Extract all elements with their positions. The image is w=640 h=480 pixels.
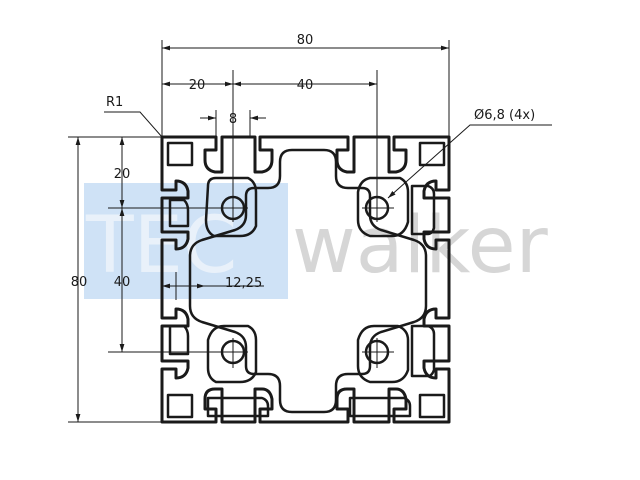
slot-bottom-right — [348, 396, 412, 418]
label-hole-spacing-y: 40 — [114, 275, 131, 290]
label-slot-depth: 12,25 — [225, 276, 262, 291]
corner-pocket-tl — [166, 141, 194, 167]
dimension-labels: 80 20 40 8 R1 Ø6,8 (4x) 80 20 40 12,25 — [71, 33, 535, 291]
boss-tr — [356, 176, 410, 238]
boss-br — [356, 324, 410, 384]
dimension-lines — [68, 40, 552, 423]
aluminium-profile — [160, 135, 451, 424]
leader-hole-diameter — [387, 124, 552, 199]
center-lines — [108, 70, 394, 368]
slot-right-upper — [410, 184, 436, 236]
slot-left-lower — [168, 324, 190, 356]
slot-right-lower — [410, 324, 436, 378]
label-corner-radius: R1 — [106, 95, 123, 110]
corner-pocket-tr — [418, 141, 446, 167]
boss-bl — [206, 324, 258, 384]
watermark-suffix: walker — [292, 201, 549, 291]
profile-outer-contour — [160, 135, 451, 424]
slot-bottom-left — [206, 396, 270, 418]
label-hole-spacing-x: 40 — [297, 78, 314, 93]
central-cavity — [188, 148, 428, 414]
label-left-offset: 20 — [189, 78, 206, 93]
label-slot-width: 8 — [229, 112, 237, 127]
watermark: TEC walker — [84, 183, 549, 299]
label-overall-width: 80 — [297, 33, 314, 48]
leader-radius — [104, 111, 163, 138]
label-top-offset: 20 — [114, 167, 131, 182]
label-overall-height: 80 — [71, 275, 88, 290]
boss-tl — [204, 176, 258, 238]
label-hole-diameter: Ø6,8 (4x) — [474, 108, 535, 123]
corner-pocket-bl — [166, 393, 194, 419]
corner-pocket-br — [418, 393, 446, 419]
slot-left-upper — [168, 198, 190, 228]
